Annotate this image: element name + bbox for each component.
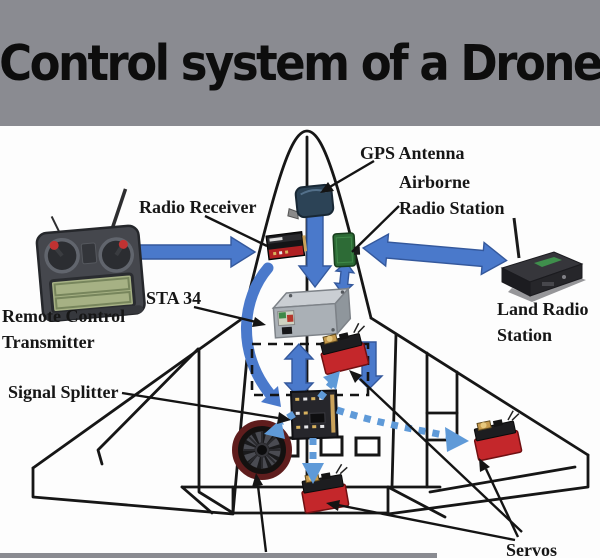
label-sta-34: STA 34	[146, 288, 202, 308]
arrow-airborne-land-doublehead	[361, 232, 508, 276]
land-radio-station-image	[500, 217, 586, 302]
sta-34-box-image	[271, 286, 352, 339]
label-radio-receiver: Radio Receiver	[139, 197, 257, 217]
arrow-gps-to-sta	[297, 213, 333, 289]
arrow-sta-splitter-doublehead	[283, 342, 315, 400]
arrow-receiver-to-splitter-curved	[241, 262, 281, 407]
label-gps-antenna: GPS Antenna	[360, 143, 465, 163]
dotted-link-arrowheads	[264, 371, 469, 484]
header-band: Control system of a Drone	[0, 0, 600, 126]
arrow-remote-to-receiver	[129, 235, 257, 269]
radio-receiver-image	[265, 231, 308, 261]
label-airborne-radio-station: Airborne Radio Station	[399, 172, 505, 218]
label-pointers	[121, 159, 523, 553]
label-signal-splitter: Signal Splitter	[8, 382, 119, 402]
gps-antenna-image	[287, 183, 335, 220]
label-remote-control-transmitter: Remote Control Transmitter	[2, 306, 126, 352]
label-servos: Servos	[506, 540, 557, 558]
servo-icon-right	[473, 410, 523, 462]
bottom-gray-strip	[0, 553, 437, 558]
page-title: Control system of a Drone	[0, 34, 600, 92]
label-land-radio-station: Land Radio Station	[497, 299, 589, 345]
remote-control-transmitter-image	[35, 188, 146, 322]
signal-splitter-image	[289, 389, 339, 441]
servo-icon-top	[320, 322, 370, 375]
dotted-control-links	[279, 381, 449, 466]
